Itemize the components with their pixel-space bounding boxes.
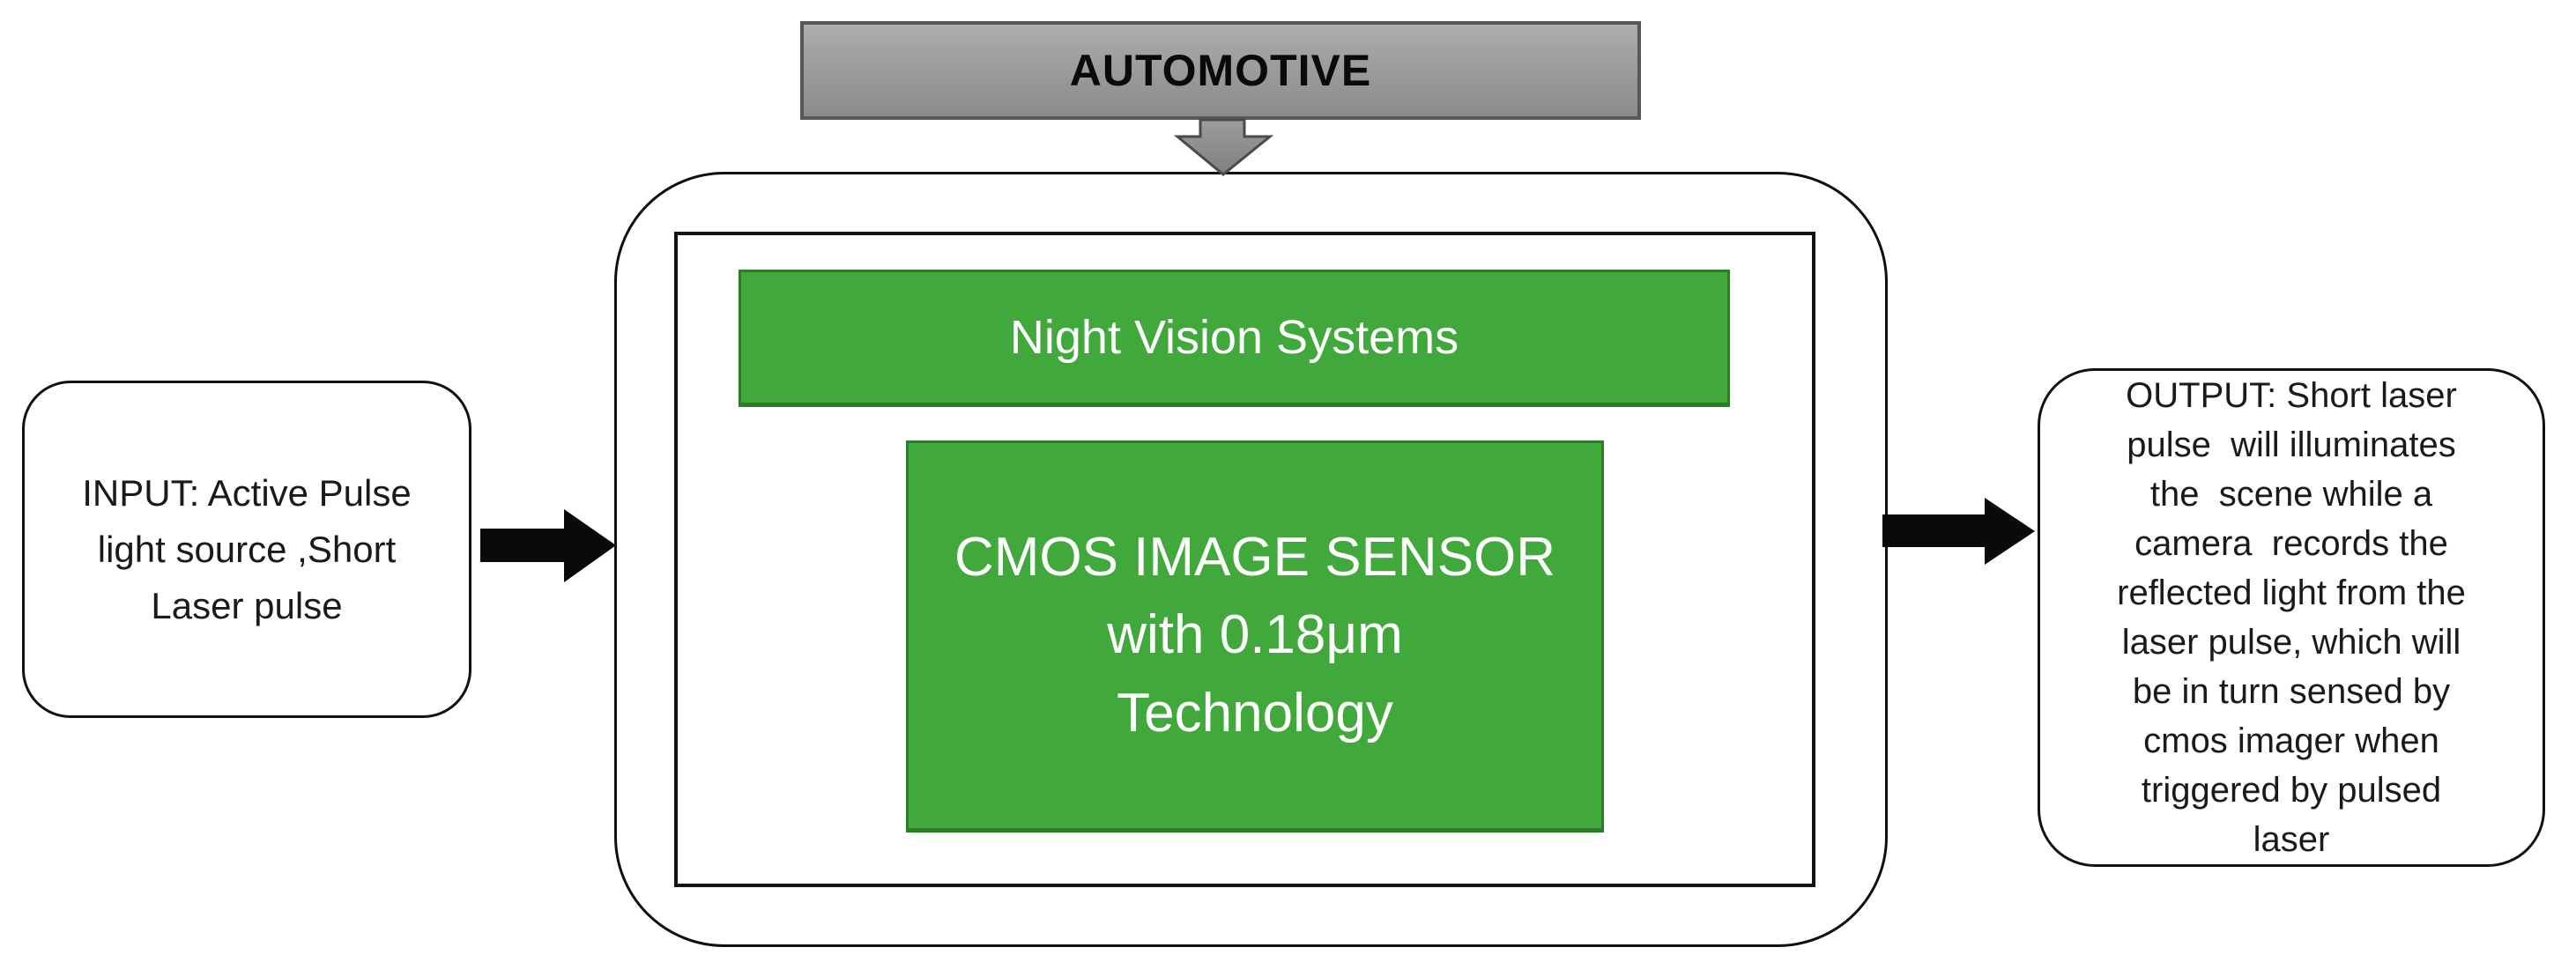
night-vision-box: Night Vision Systems — [739, 270, 1730, 407]
right-arrow-icon — [480, 509, 616, 582]
right-arrow-icon — [1882, 498, 2035, 565]
automotive-label: AUTOMOTIVE — [1069, 46, 1372, 95]
night-vision-label: Night Vision Systems — [1009, 311, 1459, 364]
down-arrow-icon — [1173, 118, 1274, 176]
automotive-box: AUTOMOTIVE — [800, 21, 1641, 120]
